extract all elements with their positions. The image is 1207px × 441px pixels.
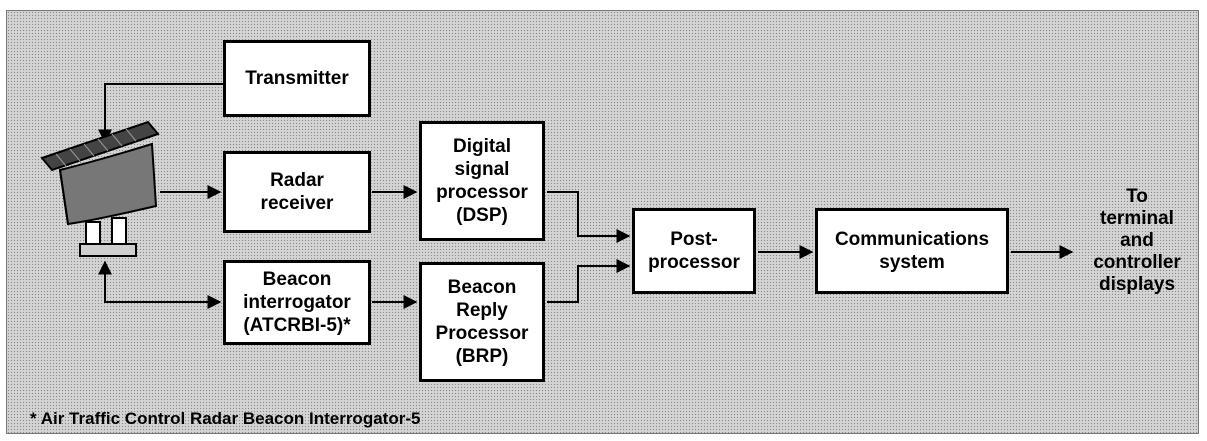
brp-to-postprocessor-arrow [547, 259, 631, 303]
output-destination-label: To terminal and controller displays [1093, 186, 1181, 295]
communications-system-block: Communications system [815, 208, 1009, 294]
dsp-to-postprocessor-arrow [547, 191, 631, 243]
post-processor-block: Post- processor [632, 208, 756, 294]
brp-block: Beacon Reply Processor (BRP) [419, 262, 545, 382]
beacon-interrogator-block: Beacon interrogator (ATCRBI-5)* [223, 260, 371, 345]
transmitter-to-antenna-arrow [98, 83, 223, 144]
dsp-block: Digital signal processor (DSP) [419, 121, 545, 241]
antenna-to-beacon-arrow [98, 260, 222, 309]
radar-antenna-icon [40, 120, 160, 257]
transmitter-block: Transmitter [223, 40, 371, 117]
radar-receiver-block: Radar receiver [223, 151, 371, 233]
footnote: * Air Traffic Control Radar Beacon Inter… [30, 409, 421, 428]
